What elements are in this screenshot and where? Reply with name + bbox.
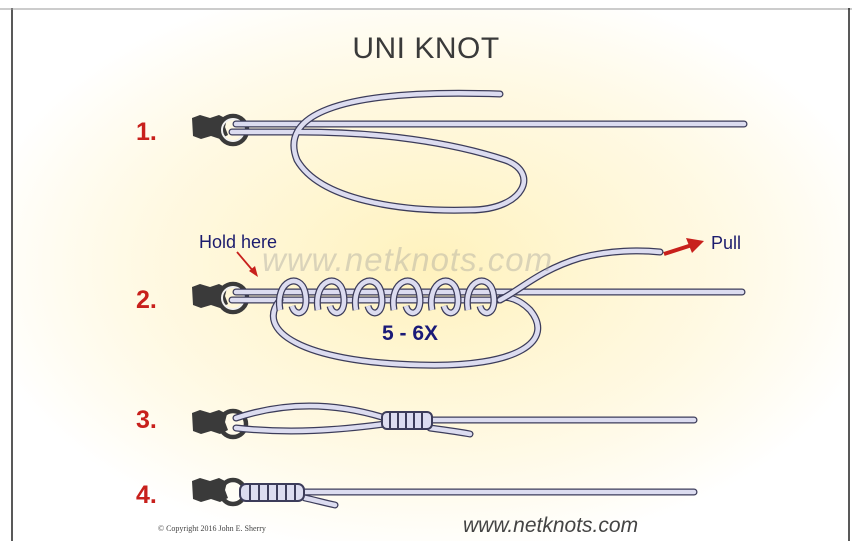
- pull-arrow-icon: [663, 238, 704, 256]
- hook-eye-icon: [192, 478, 228, 502]
- tightened-knot: [239, 483, 305, 502]
- coiled-wraps: [381, 411, 433, 430]
- step-4-illustration: [192, 477, 698, 509]
- step-2-number: 2.: [136, 286, 157, 314]
- wrap-count-label: 5 - 6X: [382, 322, 439, 345]
- wrap-turns: [275, 277, 498, 317]
- step-3-illustration: [192, 402, 698, 440]
- step-2-illustration: [192, 238, 746, 369]
- step-3-number: 3.: [136, 406, 157, 434]
- footer-url: www.netknots.com: [463, 514, 639, 537]
- step-1-illustration: [192, 89, 748, 214]
- pointer-arrow-icon: [236, 251, 258, 277]
- background-glow: [12, 10, 848, 541]
- pull-label: Pull: [711, 233, 742, 253]
- step-1-number: 1.: [136, 118, 157, 146]
- diagram-title: UNI KNOT: [352, 32, 500, 65]
- hold-here-label: Hold here: [199, 232, 278, 252]
- copyright-notice: © Copyright 2016 John E. Sherry: [158, 524, 266, 533]
- watermark-text: www.netknots.com: [262, 241, 554, 278]
- step-4-number: 4.: [136, 481, 157, 509]
